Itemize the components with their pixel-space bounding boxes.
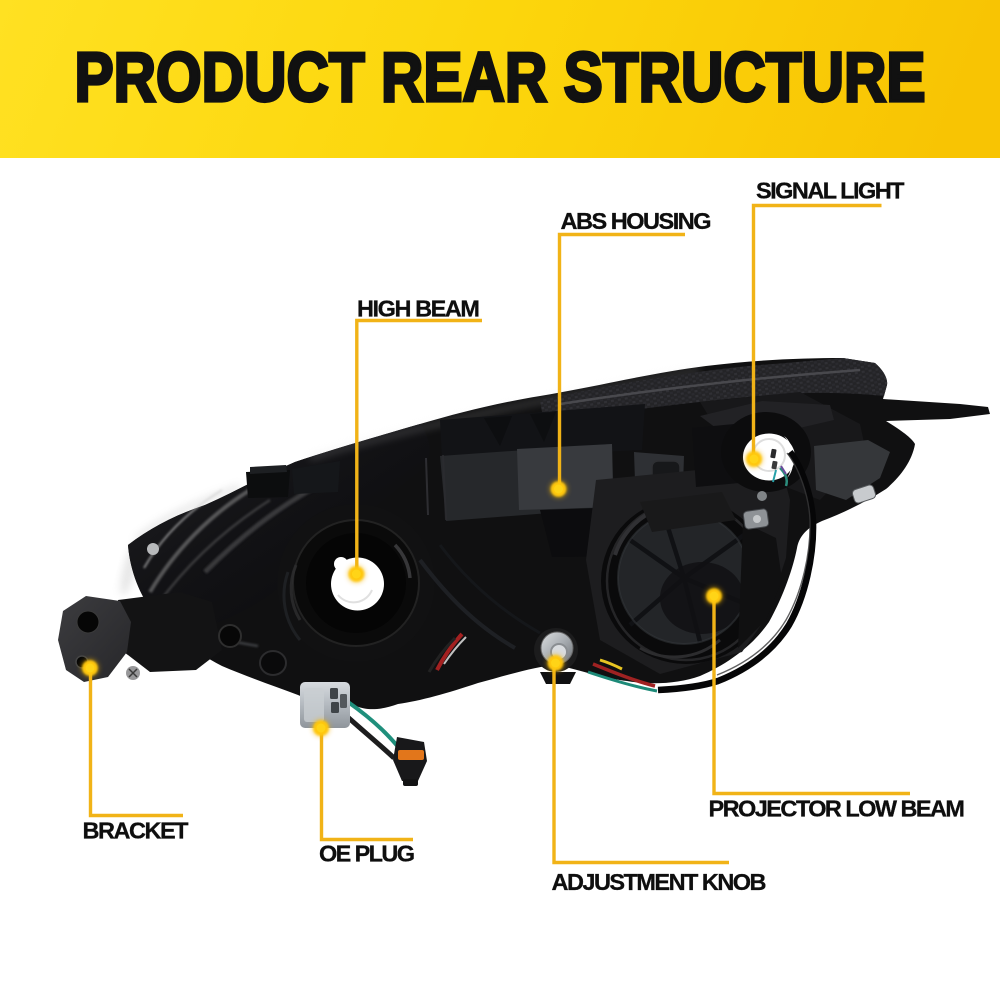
svg-text:ADJUSTMENT KNOB: ADJUSTMENT KNOB <box>552 869 767 895</box>
svg-text:OE PLUG: OE PLUG <box>319 841 415 867</box>
svg-text:SIGNAL LIGHT: SIGNAL LIGHT <box>756 178 905 204</box>
svg-text:PRODUCT REAR STRUCTURE: PRODUCT REAR STRUCTURE <box>75 38 926 116</box>
svg-text:ABS HOUSING: ABS HOUSING <box>561 208 712 234</box>
svg-text:HIGH BEAM: HIGH BEAM <box>357 296 480 322</box>
svg-text:BRACKET: BRACKET <box>83 818 190 844</box>
svg-text:PROJECTOR LOW BEAM: PROJECTOR LOW BEAM <box>709 796 966 822</box>
